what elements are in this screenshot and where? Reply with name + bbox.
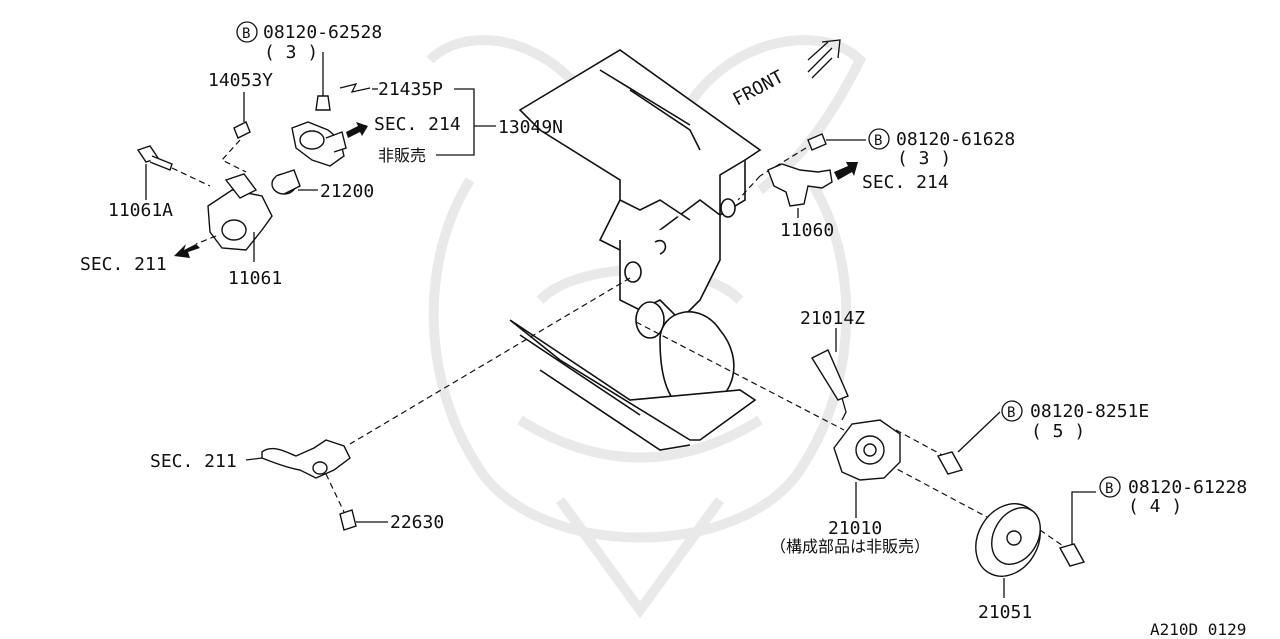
arrow-sec214-a-icon (346, 122, 368, 138)
bolt-mark-b: B (242, 26, 250, 42)
part-water-pipe[interactable] (261, 439, 351, 479)
water-pipe-group: SEC. 211 22630 (150, 277, 631, 533)
part-14053Y[interactable] (233, 92, 251, 139)
label-11061A: 11061A (108, 200, 173, 221)
part-bolt-62528[interactable] (315, 52, 331, 111)
bolt-mark-b-icon-3 (1001, 400, 1023, 422)
bolt-mark-b-3: B (1007, 405, 1015, 421)
gasket-21435P-icon (339, 83, 371, 93)
part-11060[interactable] (767, 163, 833, 207)
part-bolt-61228[interactable] (1058, 543, 1086, 567)
label-14053Y: 14053Y (208, 70, 273, 91)
bolt-mark-b-2: B (874, 133, 882, 149)
part-bolt-8251E[interactable] (936, 451, 964, 475)
water-pump-group: 21014Z 21010 （構成部品は非販売） B 08120-8251E ( … (635, 308, 1247, 623)
label-22630: 22630 (390, 512, 444, 533)
arrow-sec211-a-icon (174, 244, 200, 258)
label-08120-8251E: 08120-8251E (1030, 401, 1149, 422)
bolt-mark-b-icon (236, 21, 258, 43)
label-21010-note: （構成部品は非販売） (770, 537, 930, 556)
bolt-mark-b-icon-2 (868, 128, 890, 150)
qty-08120-61228: ( 4 ) (1128, 496, 1182, 517)
qty-08120-8251E: ( 5 ) (1031, 421, 1085, 442)
label-08120-62528: 08120-62528 (263, 22, 382, 43)
qty-08120-62528: ( 3 ) (264, 42, 318, 63)
part-21010[interactable] (833, 419, 901, 481)
thermostat-housing-group: B 08120-62528 ( 3 ) 14053Y 21435P SEC. 2… (80, 21, 563, 289)
part-thermostat-housing[interactable] (291, 121, 347, 167)
label-21014Z: 21014Z (800, 308, 865, 329)
label-08120-61628: 08120-61628 (896, 129, 1015, 150)
diagram-code: A210D 0129 (1150, 620, 1246, 639)
part-22630[interactable] (339, 509, 357, 531)
bolt-mark-b-4: B (1105, 481, 1113, 497)
label-11061: 11061 (228, 268, 282, 289)
label-21200: 21200 (320, 181, 374, 202)
label-not-sold: 非販売 (378, 146, 426, 165)
label-sec211-a: SEC. 211 (80, 254, 167, 275)
part-21051[interactable] (963, 492, 1053, 588)
part-bolt-61628[interactable] (807, 133, 827, 151)
label-21051: 21051 (978, 602, 1032, 623)
arrow-sec214-b-icon (834, 162, 858, 180)
label-sec214-b: SEC. 214 (862, 172, 949, 193)
front-label: FRONT (729, 66, 787, 110)
part-11061A[interactable] (136, 145, 173, 171)
bolt-mark-b-icon-4 (1099, 476, 1121, 498)
part-21200[interactable] (271, 169, 301, 195)
label-08120-61228: 08120-61228 (1128, 477, 1247, 498)
label-21435P: 21435P (378, 79, 443, 100)
label-sec211-b: SEC. 211 (150, 451, 237, 472)
part-21014Z[interactable] (811, 349, 849, 421)
water-inlet-group: B 08120-61628 ( 3 ) SEC. 214 11060 (737, 128, 1015, 241)
label-sec214-a: SEC. 214 (374, 114, 461, 135)
part-11061[interactable] (207, 173, 273, 251)
label-21010: 21010 (828, 518, 882, 539)
qty-08120-61628: ( 3 ) (897, 148, 951, 169)
label-11060: 11060 (780, 220, 834, 241)
engine-block (509, 49, 762, 451)
label-13049N: 13049N (498, 117, 563, 138)
